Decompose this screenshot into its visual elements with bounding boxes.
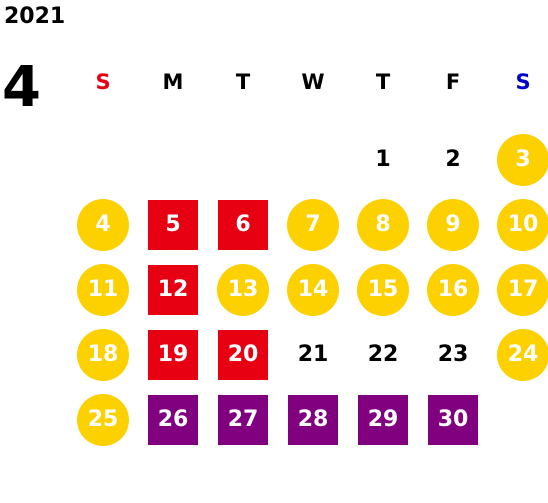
day-25[interactable]: 25 xyxy=(77,393,129,446)
weekday-header: F xyxy=(445,70,461,94)
calendar-cell: 24 xyxy=(488,322,548,387)
calendar-cell xyxy=(208,127,278,192)
calendar-cell: 12 xyxy=(138,257,208,322)
day-29[interactable]: 29 xyxy=(358,394,408,445)
day-7[interactable]: 7 xyxy=(287,198,339,251)
calendar-cell: 27 xyxy=(208,387,278,452)
calendar-cell: 16 xyxy=(418,257,488,322)
day-18[interactable]: 18 xyxy=(77,328,129,381)
weekday-header: T xyxy=(235,70,251,94)
calendar-cell: 25 xyxy=(68,387,138,452)
day-1[interactable]: 1 xyxy=(375,147,391,172)
day-26[interactable]: 26 xyxy=(148,394,198,445)
day-21[interactable]: 21 xyxy=(297,342,329,367)
day-9[interactable]: 9 xyxy=(427,198,479,251)
calendar-cell: 11 xyxy=(68,257,138,322)
calendar-cell: 26 xyxy=(138,387,208,452)
day-5[interactable]: 5 xyxy=(148,199,198,250)
day-22[interactable]: 22 xyxy=(367,342,399,367)
day-24[interactable]: 24 xyxy=(497,328,548,381)
day-23[interactable]: 23 xyxy=(437,342,469,367)
day-11[interactable]: 11 xyxy=(77,263,129,316)
calendar-cell: 3 xyxy=(488,127,548,192)
calendar-cell: 7 xyxy=(278,192,348,257)
calendar-cell: 30 xyxy=(418,387,488,452)
calendar-cell: 4 xyxy=(68,192,138,257)
day-13[interactable]: 13 xyxy=(217,263,269,316)
calendar-cell xyxy=(278,127,348,192)
calendar-cell: 29 xyxy=(348,387,418,452)
weekday-header: W xyxy=(301,70,325,94)
calendar-cell: 8 xyxy=(348,192,418,257)
calendar-cell: 19 xyxy=(138,322,208,387)
calendar-cell: 23 xyxy=(418,322,488,387)
day-20[interactable]: 20 xyxy=(218,329,268,380)
calendar-cell: 17 xyxy=(488,257,548,322)
day-17[interactable]: 17 xyxy=(497,263,548,316)
day-12[interactable]: 12 xyxy=(148,264,198,315)
day-2[interactable]: 2 xyxy=(445,147,461,172)
day-16[interactable]: 16 xyxy=(427,263,479,316)
day-19[interactable]: 19 xyxy=(148,329,198,380)
calendar-cell: 9 xyxy=(418,192,488,257)
day-27[interactable]: 27 xyxy=(218,394,268,445)
day-30[interactable]: 30 xyxy=(428,394,478,445)
calendar-cell: 20 xyxy=(208,322,278,387)
day-6[interactable]: 6 xyxy=(218,199,268,250)
day-28[interactable]: 28 xyxy=(288,394,338,445)
calendar-cell: 5 xyxy=(138,192,208,257)
calendar-cell: 6 xyxy=(208,192,278,257)
month-number: 4 xyxy=(2,55,41,120)
day-3[interactable]: 3 xyxy=(497,133,548,186)
weekday-header: S xyxy=(515,70,531,94)
calendar-cell xyxy=(488,387,548,452)
calendar-cell: 28 xyxy=(278,387,348,452)
weekday-header: S xyxy=(95,70,111,94)
calendar-cell xyxy=(138,127,208,192)
day-14[interactable]: 14 xyxy=(287,263,339,316)
calendar-cell: 18 xyxy=(68,322,138,387)
calendar-cell: 2 xyxy=(418,127,488,192)
calendar-cell: 1 xyxy=(348,127,418,192)
calendar-cell: 14 xyxy=(278,257,348,322)
calendar-cell: 21 xyxy=(278,322,348,387)
weekday-header: M xyxy=(162,70,184,94)
day-10[interactable]: 10 xyxy=(497,198,548,251)
calendar-cell: 15 xyxy=(348,257,418,322)
weekday-header: T xyxy=(375,70,391,94)
day-15[interactable]: 15 xyxy=(357,263,409,316)
calendar-cell: 22 xyxy=(348,322,418,387)
calendar-cell: 13 xyxy=(208,257,278,322)
calendar-cell xyxy=(68,127,138,192)
day-8[interactable]: 8 xyxy=(357,198,409,251)
year-label: 2021 xyxy=(4,4,66,29)
day-4[interactable]: 4 xyxy=(77,198,129,251)
calendar-cell: 10 xyxy=(488,192,548,257)
